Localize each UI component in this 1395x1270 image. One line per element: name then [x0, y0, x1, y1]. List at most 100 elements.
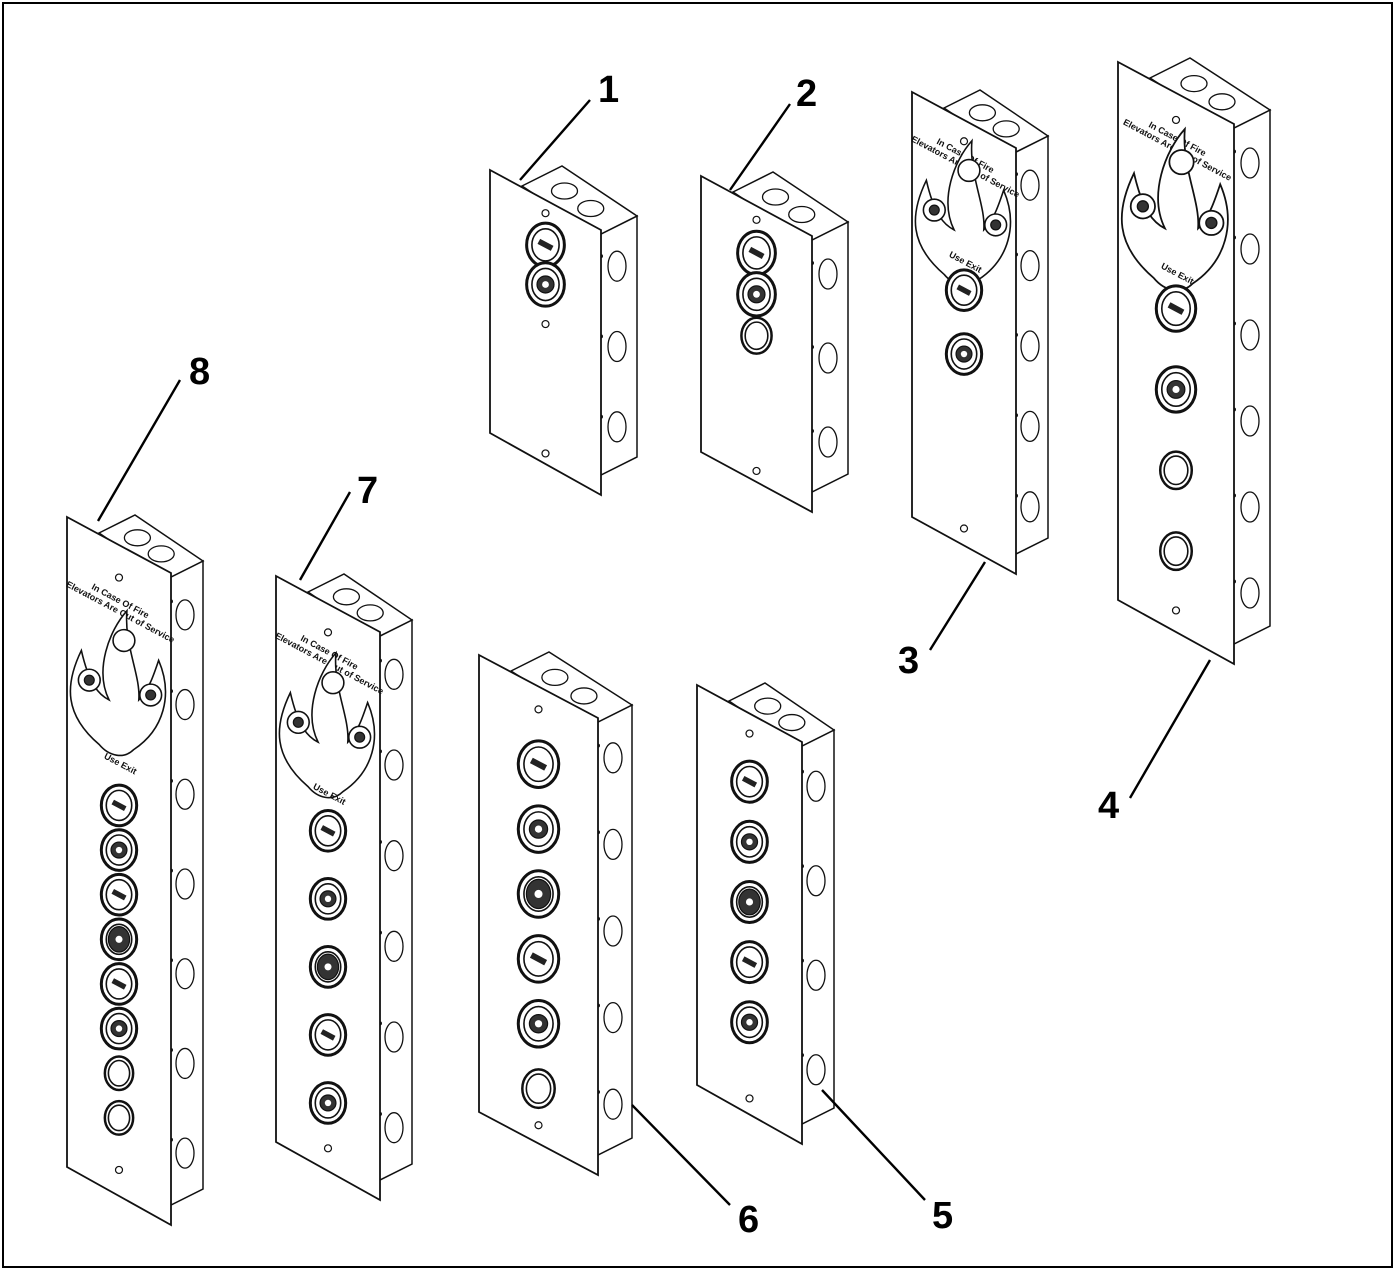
knockout-side	[806, 770, 826, 802]
screw	[752, 466, 761, 476]
knockout-top	[761, 188, 790, 206]
pictogram-mark	[1136, 200, 1150, 213]
knockout-side	[806, 865, 826, 897]
knockout-top	[1180, 74, 1208, 93]
knockout-side	[384, 840, 404, 872]
callout-label-3: 3	[898, 640, 919, 682]
knockout-side	[175, 1137, 195, 1169]
knockout-side	[603, 1001, 623, 1034]
knockout-top	[968, 104, 997, 122]
leader-line-5	[821, 1089, 926, 1201]
indicator-lens	[1163, 455, 1189, 486]
key-slot	[537, 238, 554, 251]
knockout-side	[1240, 319, 1260, 351]
callout-label-4: 4	[1098, 785, 1119, 827]
pictogram-mark	[928, 204, 940, 216]
pictogram-mark	[83, 674, 95, 686]
key-slot	[741, 775, 758, 788]
knockout-side	[1020, 491, 1040, 523]
knockout-side	[603, 1088, 623, 1120]
key-slot	[741, 956, 758, 968]
pushbutton-mark	[745, 898, 754, 906]
fire-hat-center	[542, 281, 549, 288]
leader-line-4	[1128, 659, 1212, 799]
knockout-side	[1020, 410, 1040, 443]
key-slot	[111, 799, 127, 812]
screw	[959, 524, 969, 533]
fixture-unit-2	[700, 171, 850, 514]
screw	[541, 449, 550, 458]
fire-hat-center	[324, 1099, 332, 1107]
fire-hat-center	[746, 838, 753, 846]
knockout-top	[778, 713, 806, 732]
indicator-lens	[744, 321, 769, 351]
pictogram	[112, 628, 136, 653]
knockout-top	[754, 697, 782, 715]
screw	[745, 729, 754, 738]
screw	[1171, 606, 1181, 615]
key-slot	[956, 284, 972, 296]
knockout-side	[384, 930, 404, 962]
key-slot	[111, 889, 127, 901]
faceplate	[489, 168, 602, 497]
screw	[323, 628, 333, 637]
knockout-side	[1240, 405, 1260, 437]
pictogram	[1168, 149, 1195, 176]
key-slot	[111, 978, 127, 990]
knockout-side	[806, 1054, 826, 1086]
knockout-side	[1240, 147, 1260, 179]
knockout-side	[806, 959, 826, 991]
box-side	[1229, 108, 1271, 648]
callout-label-7: 7	[357, 470, 378, 512]
callout-label-6: 6	[738, 1199, 759, 1241]
screw	[959, 137, 969, 146]
callout-label-5: 5	[932, 1195, 953, 1237]
fire-hat-center	[534, 825, 543, 833]
fire-hat-center	[753, 290, 760, 298]
knockout-side	[603, 828, 623, 861]
screw	[114, 1165, 124, 1175]
flame-emblem	[69, 608, 167, 757]
knockout-side	[603, 742, 623, 774]
knockout-side	[175, 868, 195, 900]
fixture-unit-1	[489, 165, 639, 497]
knockout-top	[570, 687, 598, 705]
knockout-top	[356, 604, 384, 622]
knockout-side	[175, 688, 195, 721]
screw	[1171, 115, 1181, 125]
screw	[541, 209, 550, 218]
knockout-side	[818, 342, 838, 374]
key-slot	[320, 825, 336, 837]
knockout-top	[550, 182, 579, 200]
knockout-side	[1240, 491, 1260, 523]
indicator-lens	[1163, 536, 1189, 567]
knockout-side	[175, 1047, 195, 1080]
leader-line-2	[729, 103, 791, 191]
pictogram	[957, 158, 981, 183]
knockout-side	[1020, 330, 1040, 362]
knockout-side	[1020, 169, 1040, 201]
key-slot	[529, 757, 548, 771]
callout-label-1: 1	[598, 69, 619, 111]
knockout-side	[175, 599, 195, 631]
knockout-side	[384, 1021, 404, 1053]
knockout-side	[175, 958, 195, 990]
screw	[534, 1121, 543, 1130]
knockout-top	[992, 120, 1020, 138]
fire-hat-center	[960, 350, 968, 358]
callout-labels: 1 2 3 4 5 6 7 8	[189, 69, 1119, 1241]
knockout-top	[577, 199, 605, 218]
leader-line-7	[298, 491, 352, 581]
screw	[745, 1094, 754, 1103]
knockout-side	[175, 778, 195, 810]
knockout-top	[123, 529, 152, 547]
flame-emblem	[1120, 126, 1229, 292]
knockout-side	[384, 1112, 404, 1144]
knockout-side	[607, 330, 627, 363]
